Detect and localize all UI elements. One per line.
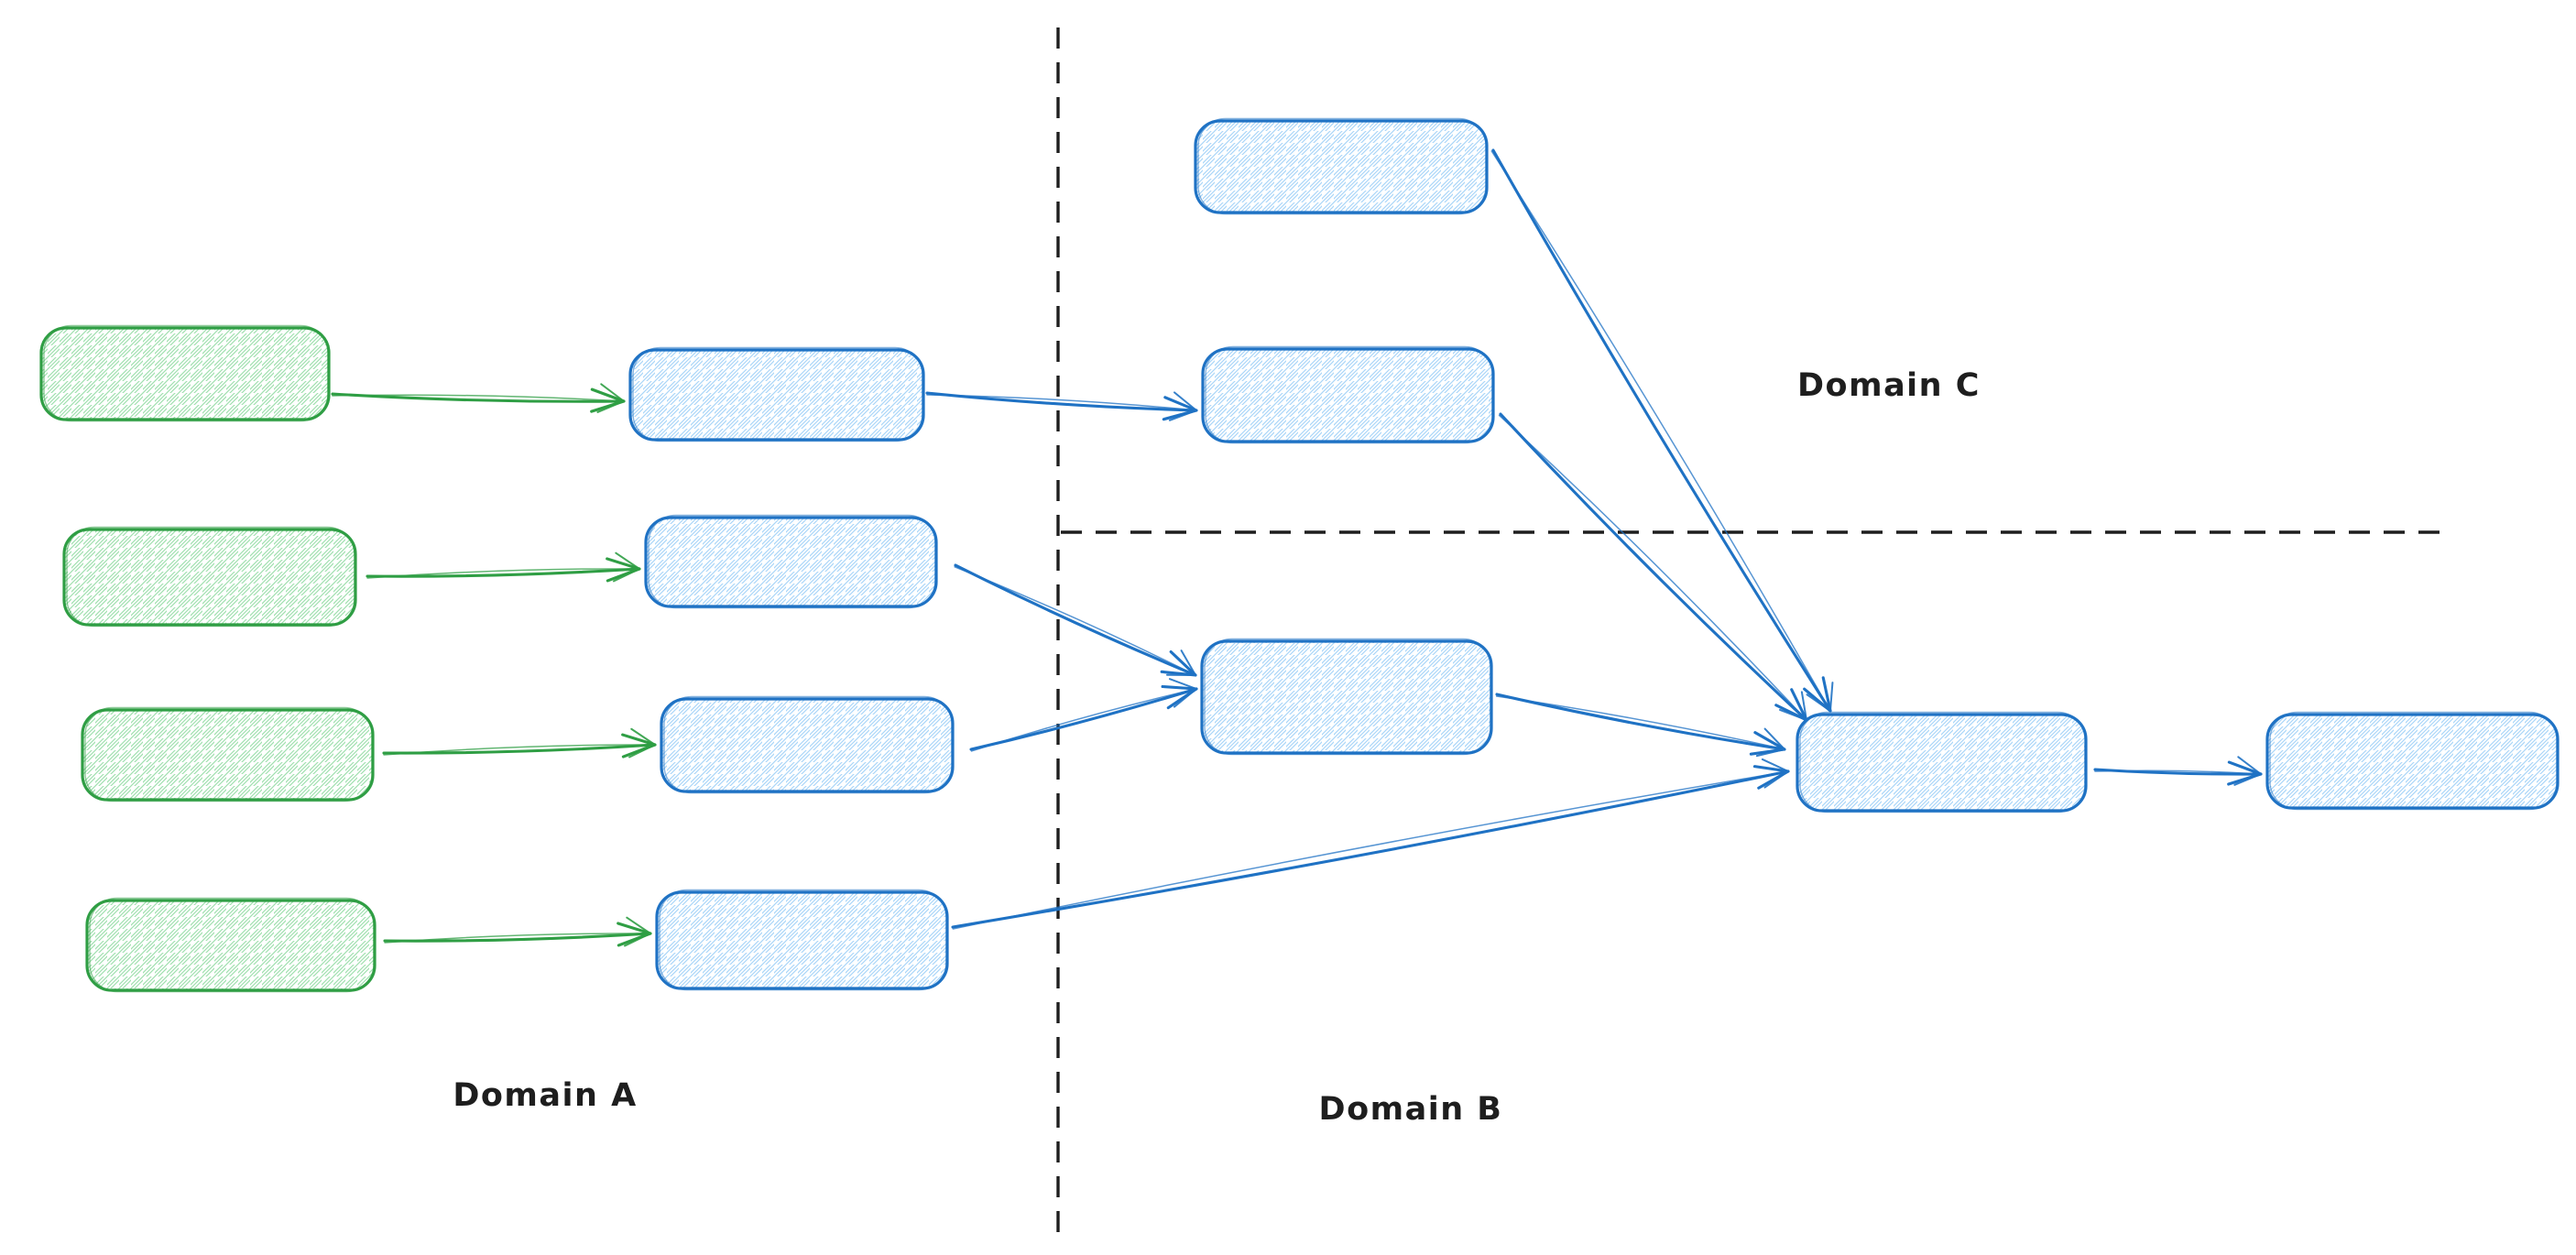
domain-c-node-1[interactable] bbox=[1194, 117, 1489, 215]
domain-a-label[interactable]: Domain A bbox=[453, 1077, 637, 1114]
edge-stage-2-to-b-node-1-arrowhead bbox=[1166, 649, 1196, 676]
domain-a-input-4-sketch-outline bbox=[89, 897, 375, 993]
domain-a-input-3-sketch-outline bbox=[84, 706, 373, 802]
edge-input-3-to-stage-3-arrowhead bbox=[628, 727, 656, 758]
domain-a-stage-1[interactable] bbox=[628, 346, 925, 442]
edge-aggregator-to-output-arrowhead bbox=[2233, 756, 2262, 786]
domain-a-input-2-sketch-outline bbox=[66, 526, 355, 628]
domain-b-output[interactable] bbox=[2265, 711, 2560, 811]
domain-a-stage-3-sketch-outline bbox=[663, 695, 953, 794]
domain-a-stage-4[interactable] bbox=[655, 889, 949, 991]
domain-b-node-1[interactable] bbox=[1200, 638, 1493, 756]
edge-stage-4-to-aggregator-arrowhead bbox=[1761, 758, 1789, 789]
domain-a-stage-2[interactable] bbox=[644, 514, 938, 609]
domain-b-node-1-sketch-outline bbox=[1204, 638, 1491, 756]
domain-a-input-1[interactable] bbox=[39, 324, 331, 422]
edge-c-node-2-to-aggregator[interactable] bbox=[1498, 412, 1808, 722]
domain-c-label[interactable]: Domain C bbox=[1797, 367, 1981, 404]
edge-stage-1-to-c-node-2-arrowhead bbox=[1168, 391, 1197, 421]
edge-b-node-1-to-aggregator[interactable] bbox=[1495, 693, 1786, 758]
edge-input-2-to-stage-2-arrowhead bbox=[613, 551, 640, 583]
edge-input-2-to-stage-2[interactable] bbox=[366, 551, 641, 583]
domain-a-input-3[interactable] bbox=[81, 706, 375, 802]
domain-b-output-sketch-outline bbox=[2269, 711, 2558, 811]
domain-a-input-2[interactable] bbox=[62, 526, 357, 628]
edge-input-1-to-stage-1-arrowhead bbox=[596, 383, 625, 413]
domain-a-input-4[interactable] bbox=[85, 897, 377, 993]
edge-stage-1-to-c-node-2[interactable] bbox=[925, 391, 1198, 421]
domain-a-stage-4-sketch-outline bbox=[659, 889, 947, 991]
domain-a-input-1-sketch-outline bbox=[43, 324, 329, 422]
edge-c-node-1-to-aggregator[interactable] bbox=[1490, 148, 1834, 713]
edge-stage-3-to-b-node-1-arrowhead bbox=[1168, 678, 1197, 708]
edge-c-node-1-to-aggregator-arrowhead bbox=[1803, 676, 1832, 713]
domain-a-stage-2-sketch-outline bbox=[648, 514, 936, 609]
edge-stage-3-to-b-node-1[interactable] bbox=[969, 678, 1198, 752]
edge-input-1-to-stage-1[interactable] bbox=[331, 383, 626, 413]
domain-b-aggregator-sketch-outline bbox=[1799, 711, 2086, 813]
edge-input-3-to-stage-3[interactable] bbox=[382, 727, 657, 758]
edge-c-node-1-to-aggregator-arrowhead bbox=[1806, 682, 1834, 712]
edge-stage-2-to-b-node-1[interactable] bbox=[954, 563, 1197, 677]
domain-c-node-1-sketch-outline bbox=[1197, 117, 1487, 215]
edge-aggregator-to-output[interactable] bbox=[2093, 756, 2263, 786]
domain-b-label[interactable]: Domain B bbox=[1319, 1091, 1503, 1128]
edge-stage-4-to-aggregator[interactable] bbox=[951, 758, 1790, 930]
domain-a-stage-3[interactable] bbox=[660, 695, 955, 794]
domain-c-node-2[interactable] bbox=[1201, 345, 1495, 444]
domain-b-aggregator[interactable] bbox=[1796, 711, 2088, 813]
domain-c-node-2-sketch-outline bbox=[1205, 345, 1493, 444]
edge-input-4-to-stage-4-arrowhead bbox=[624, 916, 651, 947]
edge-input-4-to-stage-4[interactable] bbox=[383, 916, 652, 947]
edge-b-node-1-to-aggregator-arrowhead bbox=[1755, 727, 1785, 758]
domain-a-stage-1-sketch-outline bbox=[632, 346, 923, 442]
